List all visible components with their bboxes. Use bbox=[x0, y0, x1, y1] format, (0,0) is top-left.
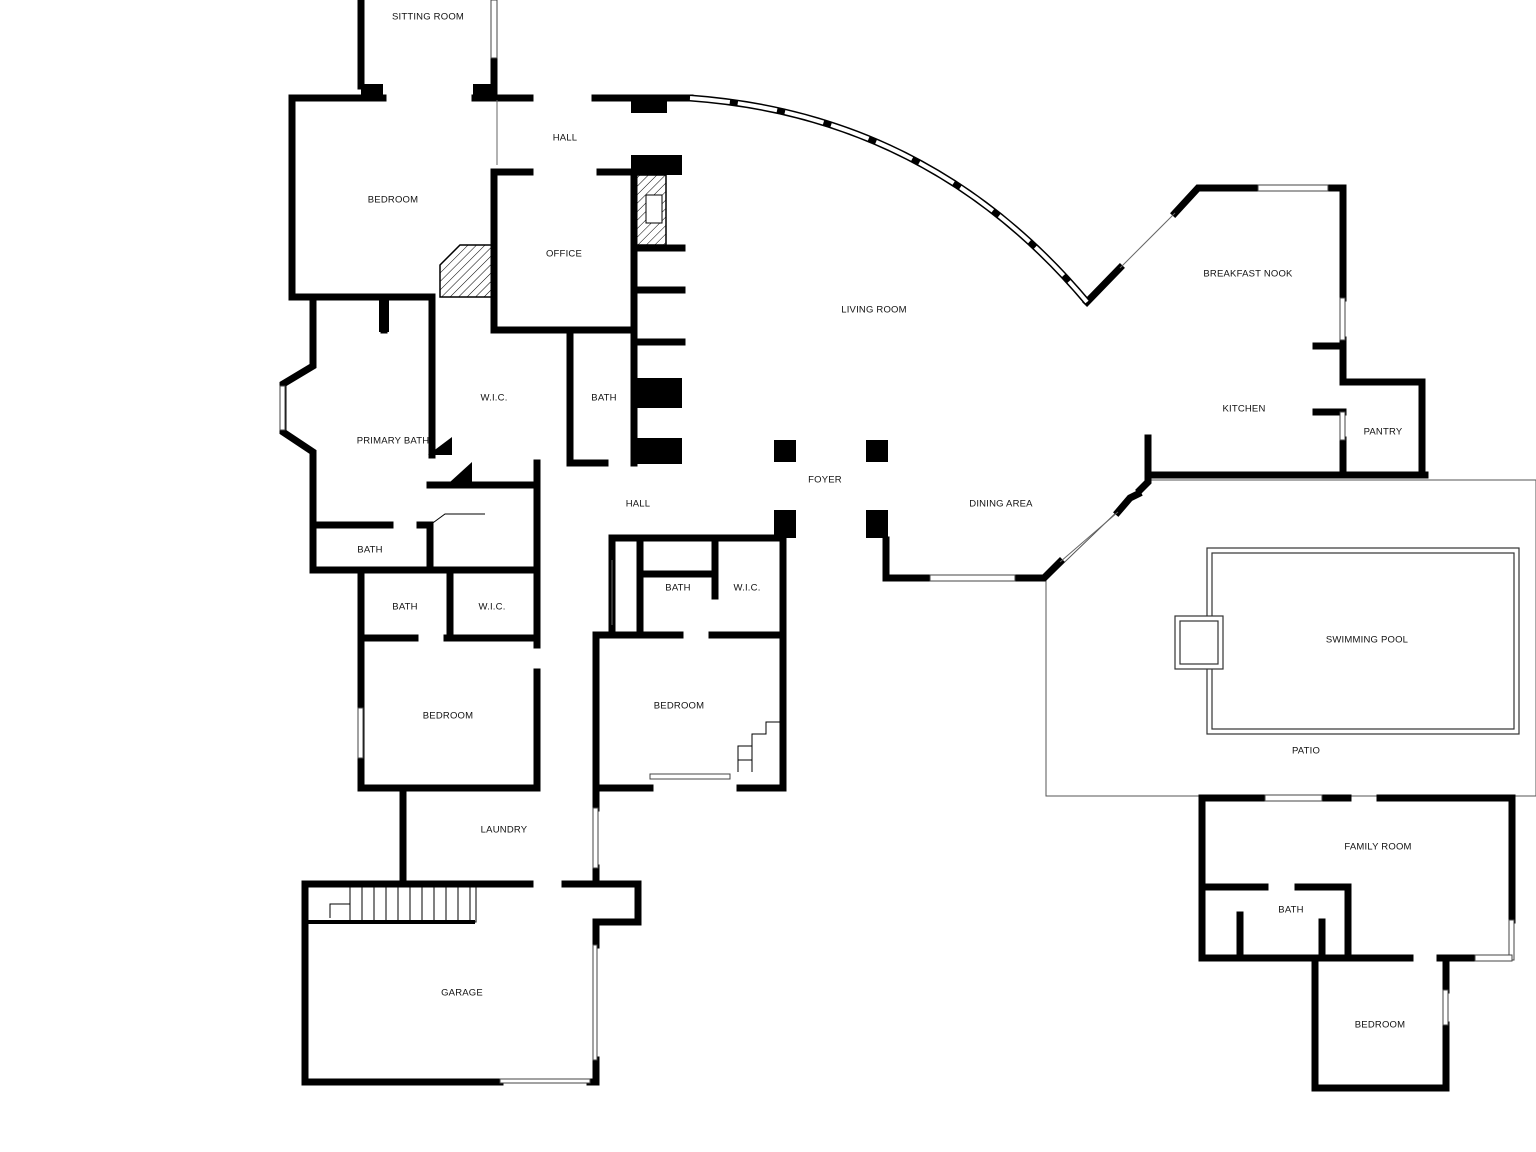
swimming-pool bbox=[1174, 547, 1520, 735]
room-label-breakfast-nook: BREAKFAST NOOK bbox=[1203, 269, 1293, 280]
room-label-garage: GARAGE bbox=[441, 988, 483, 999]
stairs bbox=[329, 513, 780, 923]
room-label-primary-bath: PRIMARY BATH bbox=[357, 436, 430, 447]
room-label-bath-center: BATH bbox=[665, 583, 690, 594]
room-label-bedroom-nw: BEDROOM bbox=[368, 195, 419, 206]
columns bbox=[361, 84, 888, 538]
walls bbox=[279, 0, 1516, 1092]
room-label-living-room: LIVING ROOM bbox=[841, 305, 907, 316]
room-label-bath-small: BATH bbox=[357, 545, 382, 556]
room-label-kitchen: KITCHEN bbox=[1222, 404, 1265, 415]
fireplaces bbox=[439, 174, 667, 298]
room-label-hall-top: HALL bbox=[553, 133, 578, 144]
room-label-hall-mid: HALL bbox=[626, 499, 651, 510]
room-label-pantry: PANTRY bbox=[1364, 427, 1403, 438]
room-label-family-room: FAMILY ROOM bbox=[1344, 842, 1411, 853]
room-label-patio: PATIO bbox=[1292, 746, 1320, 757]
room-label-bath-office: BATH bbox=[591, 393, 616, 404]
room-label-swimming-pool: SWIMMING POOL bbox=[1326, 635, 1408, 646]
room-label-bedroom-guest: BEDROOM bbox=[1355, 1020, 1406, 1031]
room-label-laundry: LAUNDRY bbox=[481, 825, 528, 836]
room-label-bath-west: BATH bbox=[392, 602, 417, 613]
room-label-bedroom-west: BEDROOM bbox=[423, 711, 474, 722]
room-label-dining-area: DINING AREA bbox=[969, 499, 1033, 510]
room-label-wic-west: W.I.C. bbox=[478, 602, 505, 613]
room-label-bedroom-center: BEDROOM bbox=[654, 701, 705, 712]
room-label-wic-center: W.I.C. bbox=[733, 583, 760, 594]
room-labels: SITTING ROOM HALL BEDROOM OFFICE LIVING … bbox=[357, 12, 1412, 1031]
windows bbox=[279, 0, 1515, 1084]
room-label-office: OFFICE bbox=[546, 249, 582, 260]
room-label-foyer: FOYER bbox=[808, 475, 842, 486]
curved-window-wall bbox=[689, 94, 1090, 305]
room-label-wic-primary: W.I.C. bbox=[480, 393, 507, 404]
room-label-sitting-room: SITTING ROOM bbox=[392, 12, 464, 23]
room-label-bath-guest: BATH bbox=[1278, 905, 1303, 916]
